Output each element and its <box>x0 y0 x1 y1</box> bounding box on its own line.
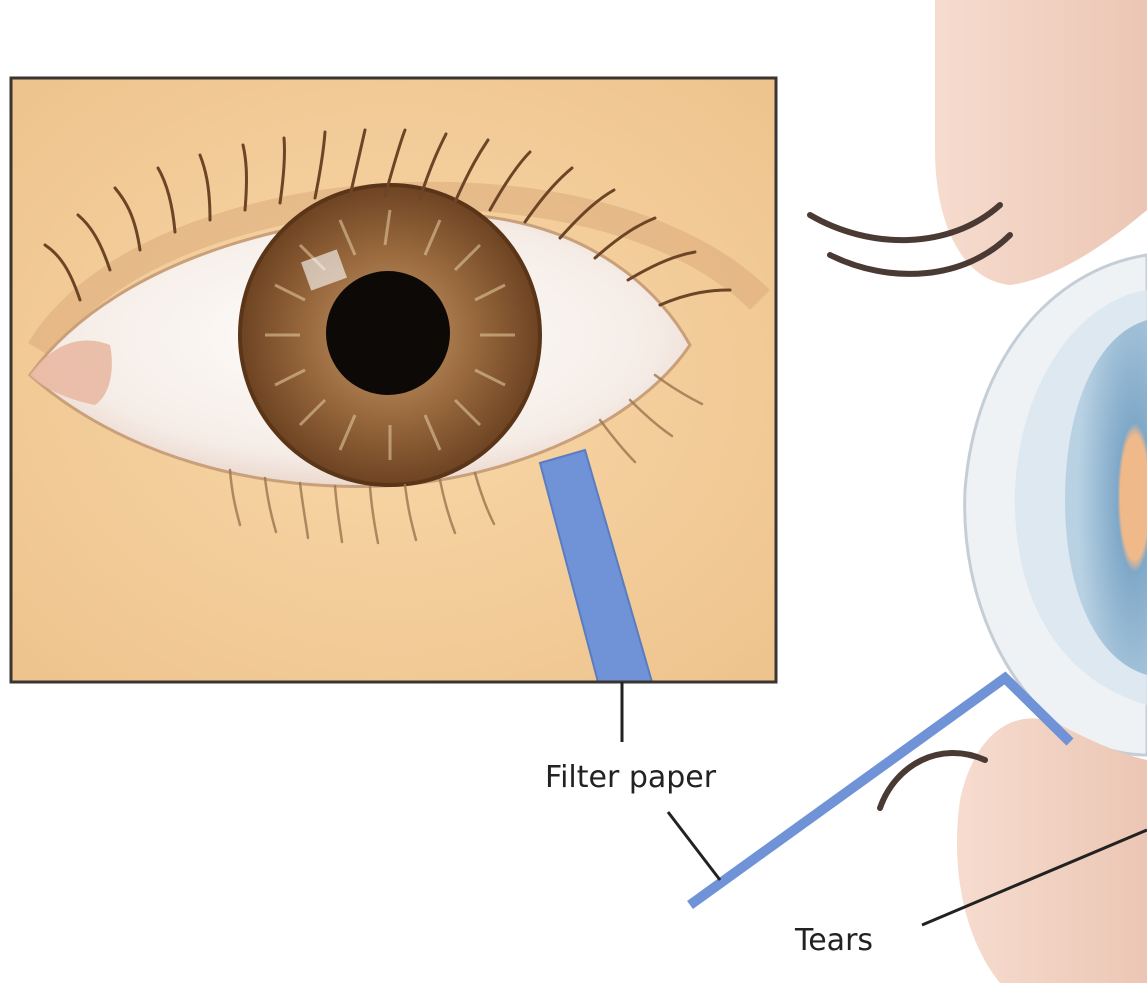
front-view-panel <box>11 78 776 682</box>
filter-paper-label: Filter paper <box>545 760 717 795</box>
filter-paper-leader-line-side <box>668 812 720 880</box>
pupil <box>326 271 450 395</box>
tears-label: Tears <box>794 923 873 958</box>
upper-eyelid-side <box>935 0 1147 285</box>
